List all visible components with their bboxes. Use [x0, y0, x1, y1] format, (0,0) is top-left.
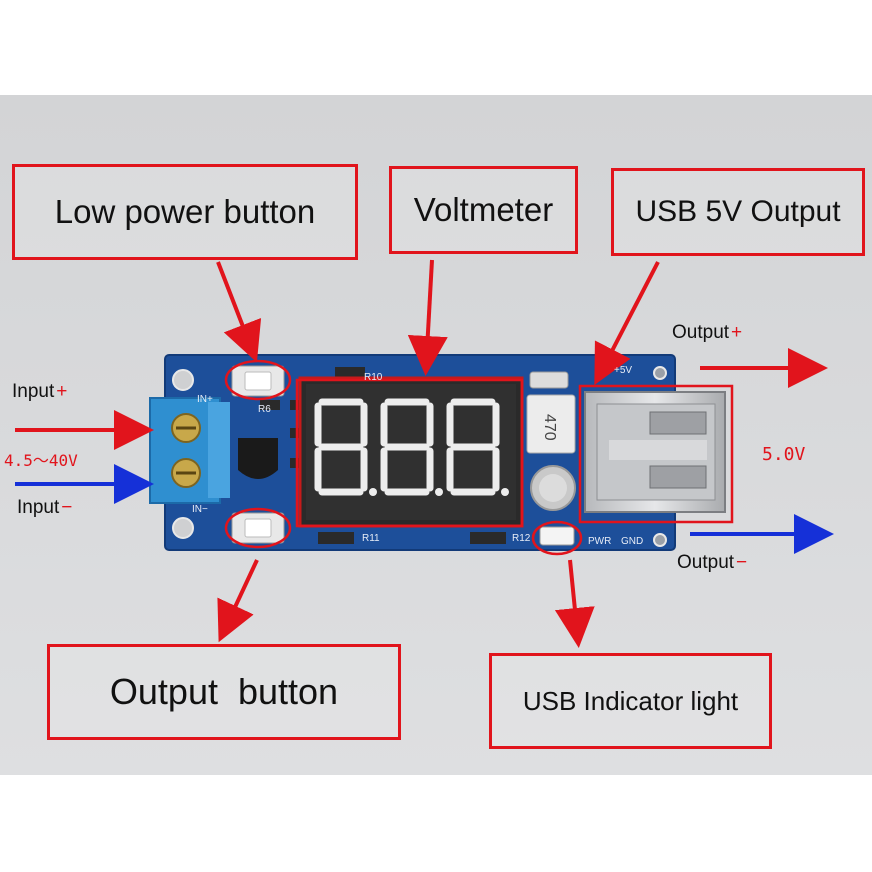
- highlight-voltmeter: [295, 378, 524, 528]
- label-low-power-button: Low power button: [12, 164, 358, 260]
- silk-r10: R10: [364, 372, 383, 383]
- capacitor: [530, 465, 576, 511]
- arrow-usb-indicator: [554, 559, 595, 648]
- output-minus-label: Output: [677, 552, 735, 573]
- usb-indicator-led: [539, 526, 575, 546]
- mounting-hole: [653, 533, 667, 547]
- label-output-button-text: Output button: [109, 671, 339, 712]
- arrow-output-button: [217, 559, 259, 643]
- input-minus-label: Input: [17, 497, 60, 518]
- silk-plus-5v: +5V: [614, 365, 632, 376]
- annotation-highlights: [224, 359, 734, 556]
- input-minus-sign: −: [61, 497, 73, 518]
- silk-r12: R12: [512, 533, 531, 544]
- silk-gnd: GND: [621, 536, 643, 547]
- output-voltage-text: 5.0V: [762, 444, 806, 465]
- display-digit-segments: [314, 398, 509, 496]
- highlight-output-button: [224, 507, 292, 549]
- silk-in-plus: IN+: [197, 394, 213, 405]
- output-plus-label: Output: [672, 322, 730, 343]
- silk-pwr: PWR: [588, 536, 611, 547]
- arrow-usb-output: [594, 261, 660, 386]
- decimal-point: [369, 488, 377, 496]
- output-plus-sign: +: [731, 322, 743, 343]
- input-plus-text: Input+: [12, 381, 67, 403]
- arrow-low-power-button: [216, 261, 262, 363]
- silk-in-minus: IN−: [192, 504, 208, 515]
- input-plus-sign: +: [56, 381, 68, 402]
- mounting-hole: [172, 517, 194, 539]
- silk-r6: R6: [258, 404, 271, 415]
- label-usb-5v-output: USB 5V Output: [611, 168, 865, 256]
- arrow-voltmeter: [407, 259, 448, 376]
- header-pads: [529, 371, 569, 389]
- label-voltmeter: Voltmeter: [389, 166, 578, 254]
- highlight-usb-port: [578, 384, 734, 524]
- output-plus-text: Output+: [672, 322, 742, 344]
- transistor-body: [238, 438, 278, 479]
- decimal-point: [501, 488, 509, 496]
- mounting-hole: [653, 366, 667, 380]
- inductor: [526, 394, 576, 454]
- silk-r11: R11: [362, 533, 380, 544]
- label-usb-5v-output-text: USB 5V Output: [635, 195, 841, 228]
- label-usb-indicator-light: USB Indicator light: [489, 653, 772, 749]
- mounting-hole: [172, 369, 194, 391]
- voltmeter-display: [298, 376, 524, 528]
- low-power-tact-switch: [231, 365, 285, 397]
- input-range-text: 4.5～40V: [4, 451, 78, 470]
- output-minus-sign: −: [736, 552, 748, 573]
- output-tact-switch: [231, 512, 285, 544]
- label-low-power-button-text: Low power button: [54, 193, 316, 230]
- screw-terminal: [149, 397, 230, 504]
- highlight-usb-led: [531, 520, 583, 556]
- label-voltmeter-text: Voltmeter: [413, 191, 554, 228]
- label-usb-indicator-light-text: USB Indicator light: [522, 685, 739, 716]
- inductor-marking: 470: [541, 414, 558, 441]
- label-output-button: Output button: [47, 644, 401, 740]
- decimal-point: [435, 488, 443, 496]
- output-minus-text: Output−: [677, 552, 747, 574]
- input-minus-text: Input−: [17, 497, 72, 519]
- input-plus-label: Input: [12, 381, 55, 402]
- usb-a-port: [584, 391, 726, 513]
